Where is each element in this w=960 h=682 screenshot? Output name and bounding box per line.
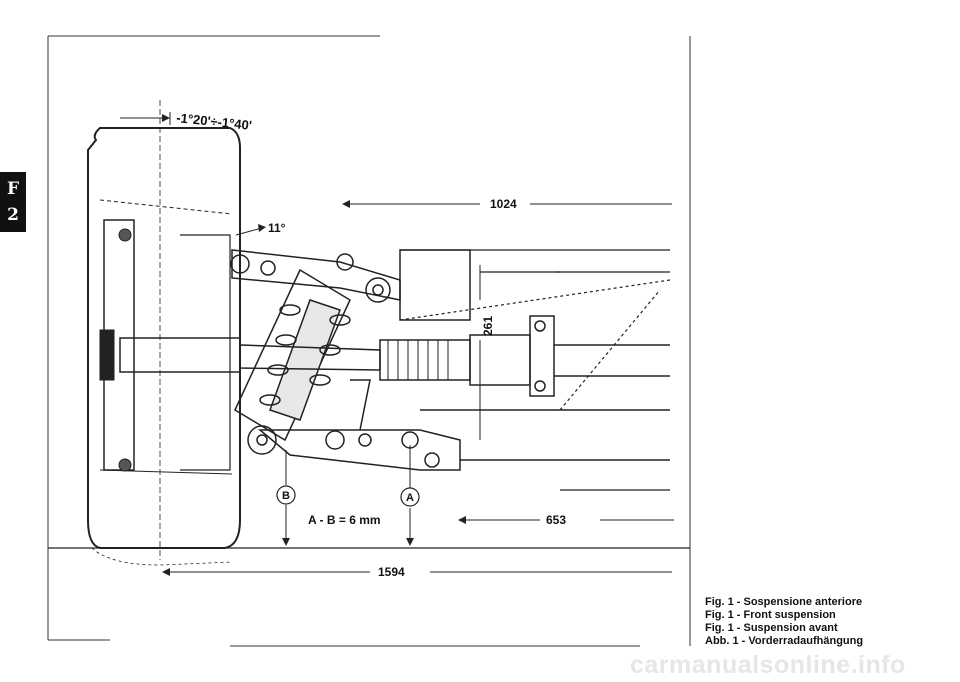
figure-captions: Fig. 1 - Sospensione anteriore Fig. 1 - … [705,596,863,648]
shock-absorber [234,268,351,455]
upper-control-arm [230,249,471,321]
steering-rack [239,315,670,397]
marker-a: A [400,445,420,546]
wheel [87,100,241,566]
dim-261-label: 261 [481,316,495,336]
marker-a-label: A [406,492,414,504]
caption-english: Fig. 1 - Front suspension [705,609,836,621]
dim-1594-label: 1594 [378,565,405,579]
dim-261: 261 [479,265,495,440]
caption-italian: Fig. 1 - Sospensione anteriore [705,596,863,608]
section-tab: F 2 [0,172,26,232]
caption-french: Fig. 1 - Suspension avant [705,622,838,634]
dim-1594: 1594 [162,565,672,579]
caster-dimension: 11° [235,221,286,236]
caster-label: 11° [268,221,286,235]
section-letter: F [6,179,20,199]
dim-1024: 1024 [342,197,672,211]
lower-control-arm [257,379,670,471]
camber-label: -1°20'÷-1°40' [176,110,253,133]
camber-dimension: -1°20'÷-1°40' [120,110,253,133]
section-number: 2 [7,205,19,225]
dim-1024-label: 1024 [490,197,517,211]
dim-653-label: 653 [546,513,566,527]
ab-formula: A - B = 6 mm [308,513,381,527]
dim-653: 653 [458,513,674,527]
marker-b-label: B [282,490,290,502]
watermark: carmanualsonline.info [630,651,906,679]
marker-b: B [276,450,296,546]
page-frame [47,35,691,647]
caption-german: Abb. 1 - Vorderradaufhängung [705,635,864,647]
chassis-rails [399,249,671,491]
